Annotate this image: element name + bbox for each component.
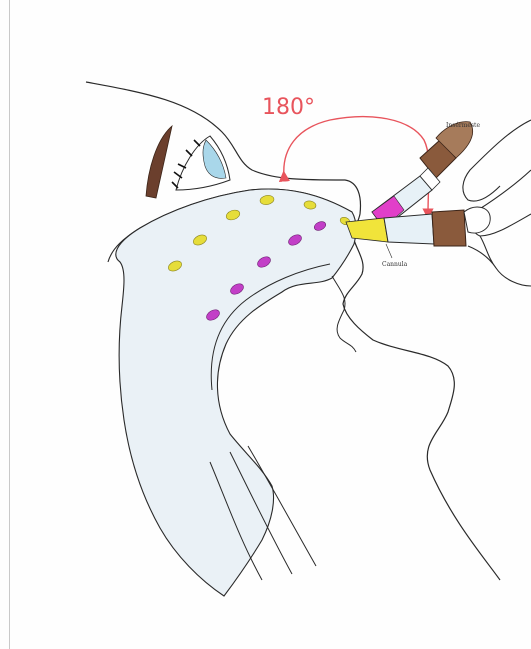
upper-instrument-label: Insérmeste [446,122,480,129]
cannula-label-leader [386,244,392,258]
lower-instrument-label: Cannula [382,261,408,268]
lower-cannula [346,210,466,258]
rotation-angle-label: 180° [262,95,315,120]
eyebrow [146,126,172,198]
cannula-hub [432,210,466,246]
cannula-yellow-tip [346,218,388,242]
facial-tissue-region [116,189,356,596]
hand-outline [463,120,531,286]
cannula-barrel [384,214,434,244]
hand-fingertip [464,207,490,233]
